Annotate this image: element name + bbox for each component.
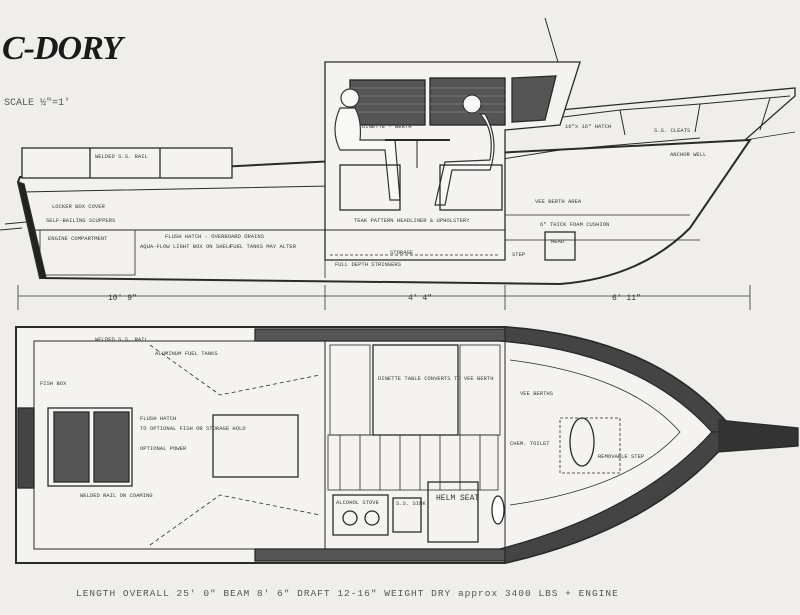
plan-flush-hatch bbox=[212, 414, 299, 478]
label-engine: ENGINE COMPARTMENT bbox=[48, 235, 108, 242]
plan-vee-berth bbox=[509, 359, 681, 506]
profile-labels: WELDED S.S. RAIL DINETTE - BERTH LOCKER … bbox=[46, 123, 706, 268]
companion-steps bbox=[327, 434, 499, 491]
plan-label-rail: WELDED S.S. RAIL bbox=[95, 336, 148, 343]
label-aquaflo: AQUA-FLOW LIGHT BOX ON SHELF bbox=[140, 243, 232, 250]
bow-pulpit bbox=[717, 419, 799, 453]
label-storage: STORAGE bbox=[390, 249, 414, 256]
helm-seat bbox=[427, 481, 479, 543]
dimension-line bbox=[17, 285, 751, 310]
label-anchor-well: ANCHOR WELL bbox=[670, 151, 706, 158]
side-rail-dark bbox=[254, 548, 506, 562]
plan-view bbox=[15, 326, 799, 564]
plan-label-flush-note: TO OPTIONAL FISH OR STORAGE HOLD bbox=[140, 425, 246, 432]
cockpit-cushion bbox=[93, 411, 130, 483]
plan-label-sink: S.S. SINK bbox=[396, 500, 426, 507]
seated-figures bbox=[334, 88, 495, 206]
plan-label-dinette: DINETTE TABLE CONVERTS TO VEE BERTH bbox=[378, 375, 494, 382]
dimension-aft: 10' 9" bbox=[108, 294, 137, 303]
label-locker: LOCKER BOX COVER bbox=[52, 203, 106, 210]
cockpit-cushion bbox=[53, 411, 90, 483]
label-dinette: DINETTE - BERTH bbox=[362, 123, 412, 130]
spec-line: LENGTH OVERALL 25' 0" BEAM 8' 6" DRAFT 1… bbox=[76, 588, 619, 599]
bracket bbox=[0, 221, 27, 231]
dimension-mid: 4' 4" bbox=[408, 294, 432, 303]
head-compartment bbox=[544, 231, 576, 261]
aft-seat bbox=[21, 147, 233, 179]
dimension-fwd: 6' 11" bbox=[612, 294, 641, 303]
antenna bbox=[544, 17, 559, 63]
dinette-seat bbox=[439, 164, 503, 211]
label-stringers: FULL DEPTH STRINGERS bbox=[335, 261, 402, 268]
plan-label-coaming: WELDED RAIL ON COAMING bbox=[80, 492, 153, 499]
anchor-line bbox=[744, 131, 796, 141]
galley-stove bbox=[332, 494, 389, 536]
bow-rail-stanchions bbox=[619, 97, 771, 136]
cabin-window bbox=[349, 79, 426, 126]
label-scuppers: SELF-BAILING SCUPPERS bbox=[46, 217, 116, 224]
plan-label-flush-hatch: FLUSH HATCH bbox=[140, 415, 176, 422]
bow-rail bbox=[554, 95, 791, 119]
side-rail-dark bbox=[254, 328, 506, 342]
side-profile bbox=[0, 17, 796, 286]
plan-label-helm: HELM SEAT bbox=[436, 494, 479, 503]
label-cleats: S.S. CLEATS bbox=[654, 127, 691, 134]
label-fuel: FUEL TANKS MAY ALTER bbox=[230, 243, 297, 250]
plan-label-fishbox: FISH BOX bbox=[40, 380, 67, 387]
galley-sink bbox=[392, 497, 422, 533]
label-cushion: 6" THICK FOAM CUSHION bbox=[540, 221, 609, 228]
label-welded-rail: WELDED S.S. RAIL bbox=[95, 153, 148, 160]
front-window bbox=[511, 75, 557, 123]
label-vee-berth: VEE BERTH AREA bbox=[535, 198, 582, 205]
plan-label-power: OPTIONAL POWER bbox=[140, 445, 187, 452]
dinette-seat bbox=[339, 164, 401, 211]
scale-note: SCALE ½"=1' bbox=[4, 98, 71, 109]
label-finish: TEAK PATTERN HEADLINER & UPHOLSTERY bbox=[354, 217, 470, 224]
plan-labels: WELDED S.S. RAIL ALUMINUM FUEL TANKS FIS… bbox=[40, 336, 644, 507]
brand-logo: C-DORY bbox=[2, 30, 123, 67]
plan-label-step: REMOVABLE STEP bbox=[598, 453, 644, 460]
plan-label-tanks: ALUMINUM FUEL TANKS bbox=[155, 350, 218, 357]
label-step: STEP bbox=[512, 251, 525, 258]
plan-transom bbox=[17, 407, 35, 489]
plan-label-stove: ALCOHOL STOVE bbox=[336, 499, 380, 506]
plan-label-vee: VEE BERTHS bbox=[520, 390, 554, 397]
label-head: HEAD bbox=[551, 238, 565, 245]
label-hatch: 16"x 16" HATCH bbox=[565, 123, 611, 130]
bow-deck bbox=[559, 87, 796, 141]
plan-label-toilet: CHEM. TOILET bbox=[510, 440, 550, 447]
label-flush-hatch: FLUSH HATCH - OVERBOARD DRAINS bbox=[165, 233, 265, 240]
helm-wheel bbox=[491, 495, 505, 525]
engine-box bbox=[39, 229, 136, 276]
